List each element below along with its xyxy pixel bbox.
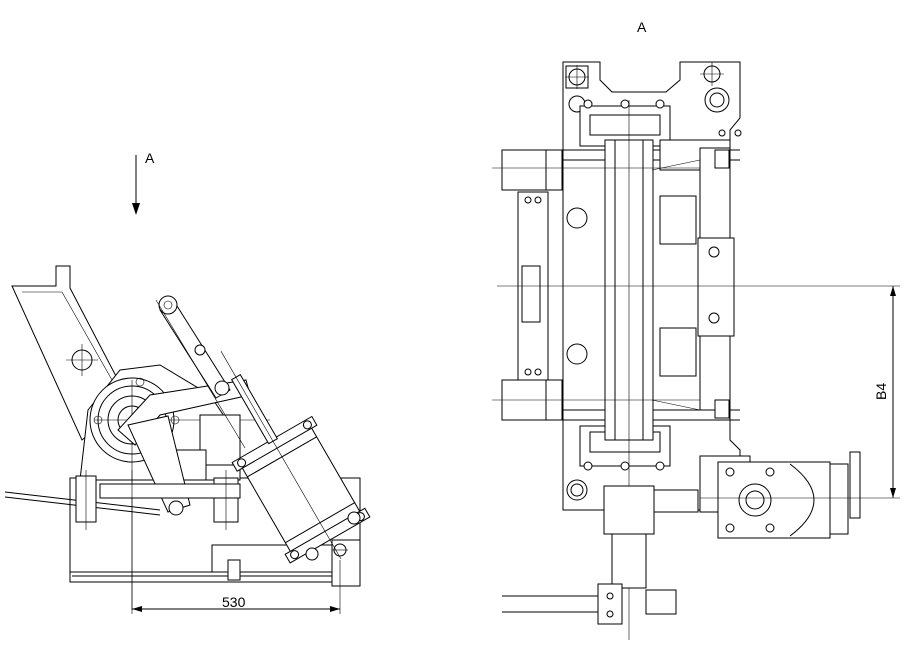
bottom-cylinder [699, 451, 861, 539]
view-arrow [132, 155, 140, 215]
view-a-title: A [637, 19, 647, 35]
view-a: A [492, 19, 900, 640]
left-stubs [501, 149, 563, 421]
cylinder-pivot [305, 547, 319, 561]
dimension-530-label: 530 [222, 594, 246, 610]
support-bracket [11, 265, 119, 441]
side-view: A [4, 150, 371, 614]
cylinder-pivot [347, 511, 361, 525]
pneumatic-cylinder [220, 351, 371, 564]
shaft-end [502, 485, 699, 625]
dimension-b4-label: B4 [873, 383, 889, 400]
center-lines [492, 167, 900, 499]
right-mechanism [651, 129, 742, 419]
dimension-b4 [890, 286, 896, 498]
tie-rod [4, 470, 241, 530]
central-shaft [604, 100, 654, 640]
dimension-530 [131, 470, 341, 614]
side-arrow-label: A [145, 150, 155, 166]
